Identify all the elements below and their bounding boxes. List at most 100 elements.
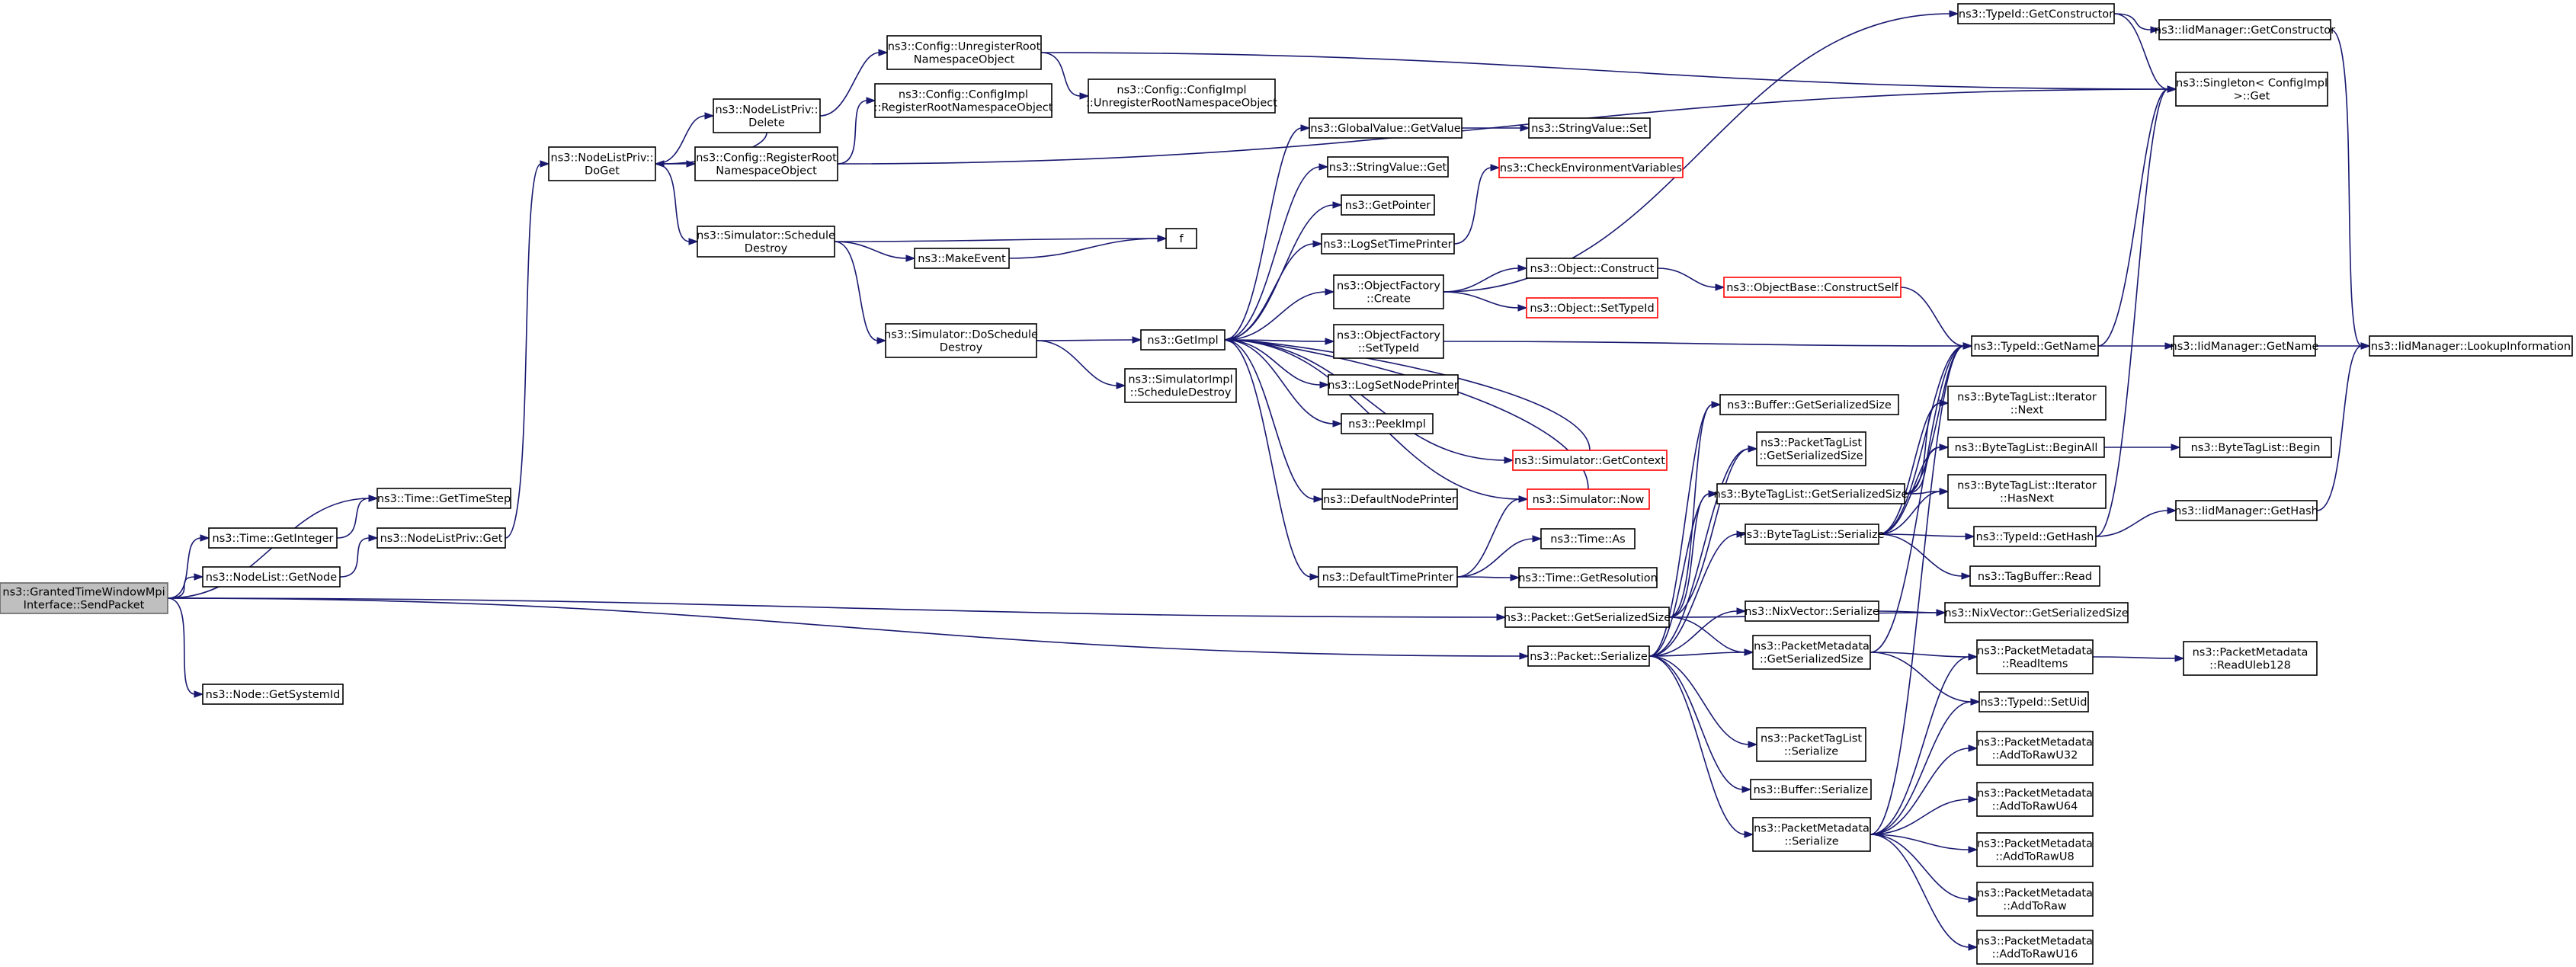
graph-node-time-gettimestep[interactable]: ns3::Time::GetTimeStep (376, 488, 511, 509)
arrow-head-icon (1510, 574, 1520, 581)
call-edge (1224, 124, 1311, 341)
edge-line (1648, 448, 1750, 657)
graph-node-checkenv[interactable]: ns3::CheckEnvironmentVariables (1498, 157, 1684, 178)
graph-node-globalvalue-getvalue[interactable]: ns3::GlobalValue::GetValue (1309, 117, 1463, 139)
node-label: ::ReadItems (2002, 658, 2068, 671)
graph-node-nodelistpriv-delete[interactable]: ns3::NodeListPriv::Delete (713, 98, 821, 133)
call-edge (1456, 574, 1520, 581)
node-label: ns3::Config::ConfigImpl (1117, 85, 1246, 97)
graph-node-object-settypeid[interactable]: ns3::Object::SetTypeId (1526, 297, 1658, 319)
node-box (1723, 277, 1902, 298)
graph-node-objectfactory-settypeid[interactable]: ns3::ObjectFactory::SetTypeId (1333, 324, 1444, 359)
graph-node-packettaglist-getserializedsize[interactable]: ns3::PacketTagList::GetSerializedSize (1756, 431, 1866, 466)
graph-node-config-registerroot[interactable]: ns3::Config::RegisterRootNamespaceObject (694, 146, 838, 181)
node-box (1527, 645, 1650, 667)
graph-node-buffer-serialize[interactable]: ns3::Buffer::Serialize (1750, 779, 1872, 800)
graph-node-defaulttimeprinter[interactable]: ns3::DefaultTimePrinter (1318, 566, 1458, 588)
node-label: ::ReadUleb128 (2209, 660, 2291, 672)
graph-node-peekimpl[interactable]: ns3::PeekImpl (1341, 413, 1434, 434)
graph-node-pm-addtorawu8[interactable]: ns3::PacketMetadata::AddToRawU8 (1976, 832, 2094, 867)
graph-node-logsetnodeprinter[interactable]: ns3::LogSetNodePrinter (1328, 374, 1459, 395)
arrow-head-icon (2167, 85, 2177, 93)
node-box (2158, 19, 2331, 40)
graph-node-config-unregisterroot[interactable]: ns3::Config::UnregisterRootNamespaceObje… (886, 35, 1042, 70)
graph-node-nixvector-serialize[interactable]: ns3::NixVector::Serialize (1745, 600, 1879, 622)
graph-node-nodelistpriv-doget[interactable]: ns3::NodeListPriv::DoGet (548, 146, 656, 181)
graph-node-pm-addtoraw[interactable]: ns3::PacketMetadata::AddToRaw (1976, 882, 2094, 917)
graph-node-singleton-get[interactable]: ns3::Singleton< ConfigImpl >::Get (2175, 72, 2328, 107)
node-box (1518, 567, 1658, 588)
graph-node-bytetaglist-beginall[interactable]: ns3::ByteTagList::BeginAll (1947, 437, 2105, 458)
graph-node-logsettimeprinter[interactable]: ns3::LogSetTimePrinter (1321, 233, 1455, 255)
graph-node-root[interactable]: ns3::GrantedTimeWindowMpiInterface::Send… (0, 582, 168, 614)
graph-node-pm-addtorawu32[interactable]: ns3::PacketMetadata::AddToRawU32 (1976, 731, 2094, 766)
graph-node-defaultnodeprinter[interactable]: ns3::DefaultNodePrinter (1322, 488, 1458, 510)
call-edge (1900, 287, 1973, 350)
graph-node-sim-getcontext[interactable]: ns3::Simulator::GetContext (1512, 450, 1668, 471)
graph-node-iidmanager-getconstructor[interactable]: ns3::IidManager::GetConstructor (2155, 19, 2335, 40)
graph-node-stringvalue-get[interactable]: ns3::StringValue::Get (1327, 156, 1449, 178)
graph-node-typeid-gethash[interactable]: ns3::TypeId::GetHash (1973, 526, 2097, 547)
graph-node-pm-getserializedsize[interactable]: ns3::PacketMetadata::GetSerializedSize (1752, 635, 1871, 670)
graph-node-makeevent[interactable]: ns3::MakeEvent (914, 248, 1010, 269)
node-box (1526, 297, 1658, 319)
graph-node-typeid-setuid[interactable]: ns3::TypeId::SetUid (1978, 691, 2089, 712)
node-label: ::AddToRawU8 (1995, 851, 2074, 863)
graph-node-bytetaglist-iter-hasnext[interactable]: ns3::ByteTagList::Iterator::HasNext (1947, 474, 2107, 509)
arrow-head-icon (1968, 744, 1978, 752)
arrow-head-icon (1157, 235, 1168, 242)
graph-node-sim-now[interactable]: ns3::Simulator::Now (1527, 488, 1650, 510)
graph-node-pm-readitems[interactable]: ns3::PacketMetadata::ReadItems (1976, 639, 2094, 674)
node-label: ns3::Config::RegisterRoot (696, 152, 837, 165)
graph-node-iidmanager-gethash[interactable]: ns3::IidManager::GetHash (2174, 500, 2318, 521)
graph-node-pm-readuleb128[interactable]: ns3::PacketMetadata::ReadUleb128 (2183, 641, 2318, 676)
graph-node-getpointer[interactable]: ns3::GetPointer (1341, 194, 1435, 216)
call-edge (2330, 29, 2371, 350)
node-label: ns3::IidManager::LookupInformation (2371, 341, 2571, 353)
edge-line (1900, 287, 1965, 347)
graph-node-nodelistpriv-get[interactable]: ns3::NodeListPriv::Get (376, 527, 506, 549)
graph-node-simimpl-scheduledestroy[interactable]: ns3::SimulatorImpl::ScheduleDestroy (1124, 368, 1237, 403)
graph-node-f[interactable]: f (1165, 228, 1197, 249)
graph-node-typeid-getname[interactable]: ns3::TypeId::GetName (1971, 335, 2099, 357)
graph-node-iidmanager-getname[interactable]: ns3::IidManager::GetName (2171, 335, 2319, 357)
graph-node-object-construct[interactable]: ns3::Object::Construct (1526, 258, 1658, 279)
graph-node-objectfactory-create[interactable]: ns3::ObjectFactory::Create (1333, 274, 1444, 309)
graph-node-configimpl-unregister[interactable]: ns3::Config::ConfigImpl::UnregisterRootN… (1086, 78, 1277, 114)
graph-node-packettaglist-serialize[interactable]: ns3::PacketTagList::Serialize (1756, 727, 1866, 762)
graph-node-nodelist-getnode[interactable]: ns3::NodeList::GetNode (202, 566, 341, 588)
graph-node-buffer-getserializedsize[interactable]: ns3::Buffer::GetSerializedSize (1719, 394, 1899, 415)
graph-node-time-getresolution[interactable]: ns3::Time::GetResolution (1518, 567, 1658, 588)
graph-node-tagbuffer-read[interactable]: ns3::TagBuffer::Read (1969, 565, 2100, 587)
call-edge (2097, 342, 2175, 350)
graph-node-time-as[interactable]: ns3::Time::As (1540, 528, 1636, 549)
graph-node-bytetaglist-iter-next[interactable]: ns3::ByteTagList::Iterator::Next (1947, 386, 2107, 421)
graph-node-packet-serialize[interactable]: ns3::Packet::Serialize (1527, 645, 1650, 667)
node-label: ns3::Object::Construct (1530, 263, 1655, 275)
graph-node-objectbase-constructself[interactable]: ns3::ObjectBase::ConstructSelf (1723, 277, 1902, 298)
arrow-head-icon (1532, 535, 1543, 543)
call-edge (1870, 698, 1981, 835)
node-label: ::Next (2010, 405, 2044, 417)
edge-line (1668, 404, 1713, 618)
graph-node-stringvalue-set[interactable]: ns3::StringValue::Set (1528, 117, 1651, 139)
graph-node-bytetaglist-getserializedsize[interactable]: ns3::ByteTagList::GetSerializedSize (1714, 483, 1908, 504)
graph-node-pm-addtorawu16[interactable]: ns3::PacketMetadata::AddToRawU16 (1976, 930, 2094, 965)
call-edge (837, 97, 876, 165)
graph-node-node-getsystemid[interactable]: ns3::Node::GetSystemId (202, 684, 344, 705)
graph-node-time-getinteger[interactable]: ns3::Time::GetInteger (208, 527, 338, 549)
graph-node-configimpl-register[interactable]: ns3::Config::ConfigImpl::RegisterRootNam… (874, 83, 1053, 118)
graph-node-packet-getserializedsize[interactable]: ns3::Packet::GetSerializedSize (1504, 607, 1671, 628)
graph-node-nixvector-getserializedsize[interactable]: ns3::NixVector::GetSerializedSize (1944, 602, 2129, 623)
graph-node-bytetaglist-begin[interactable]: ns3::ByteTagList::Begin (2179, 437, 2332, 458)
graph-node-pm-addtorawu64[interactable]: ns3::PacketMetadata::AddToRawU64 (1976, 782, 2094, 817)
graph-node-getimpl[interactable]: ns3::GetImpl (1140, 329, 1226, 351)
graph-node-sim-scheduledestroy[interactable]: ns3::Simulator::ScheduleDestroy (697, 226, 835, 258)
graph-node-typeid-getconstructor[interactable]: ns3::TypeId::GetConstructor (1957, 3, 2115, 24)
graph-node-iidmanager-lookupinfo[interactable]: ns3::IidManager::LookupInformation (2369, 335, 2573, 357)
arrow-head-icon (194, 690, 204, 698)
graph-node-pm-serialize[interactable]: ns3::PacketMetadata::Serialize (1752, 817, 1871, 852)
graph-node-bytetaglist-serialize[interactable]: ns3::ByteTagList::Serialize (1739, 524, 1885, 545)
arrow-head-icon (1313, 495, 1324, 503)
